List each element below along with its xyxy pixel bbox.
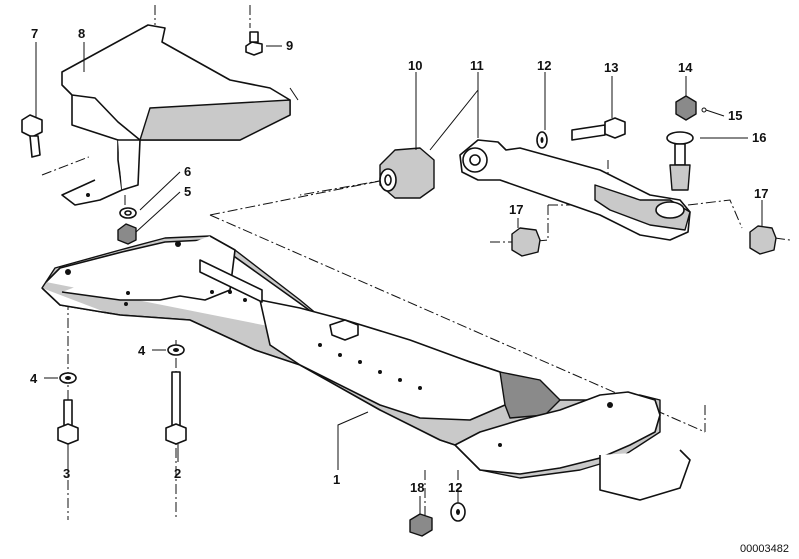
- label-5: 5: [184, 184, 191, 199]
- bracket: [61, 24, 299, 206]
- document-id: 00003482: [740, 543, 789, 555]
- label-15: 15: [728, 108, 742, 123]
- control-arm-11: [459, 139, 691, 241]
- label-17-right: 17: [754, 186, 768, 201]
- nut-14: [675, 95, 697, 121]
- label-6: 6: [184, 164, 191, 179]
- bolt-13: [571, 117, 626, 141]
- label-8: 8: [78, 26, 85, 41]
- label-11: 11: [470, 58, 484, 73]
- label-1: 1: [333, 472, 340, 487]
- washer-4-right: [167, 344, 185, 356]
- subframe-crossmember: [41, 235, 691, 501]
- ball-joint-16: [666, 131, 694, 191]
- label-14: 14: [678, 60, 693, 75]
- label-3: 3: [63, 466, 70, 481]
- leader-lines: [35, 42, 763, 514]
- label-17-left: 17: [509, 202, 523, 217]
- nut-5: [117, 223, 137, 245]
- bolt-2: [165, 371, 187, 445]
- label-7: 7: [31, 26, 38, 41]
- washer-12-lower: [450, 502, 466, 522]
- rubber-mount-17-left: [511, 227, 541, 257]
- nut-18: [409, 513, 433, 537]
- bolt-3: [57, 399, 79, 445]
- label-4-left: 4: [30, 371, 38, 386]
- part-labels: 7 8 9 6 5 10 11 12 13 14 15 16 17 17 4 4…: [30, 26, 768, 495]
- label-16: 16: [752, 130, 766, 145]
- washer-4-left: [59, 372, 77, 384]
- label-4-right: 4: [138, 343, 146, 358]
- washer-6: [119, 207, 137, 219]
- label-2: 2: [174, 466, 181, 481]
- bolt-9: [245, 31, 263, 56]
- label-12-lower: 12: [448, 480, 462, 495]
- cotter-pin-15: [701, 107, 725, 117]
- label-18: 18: [410, 480, 424, 495]
- label-12-upper: 12: [537, 58, 551, 73]
- bolt-7: [21, 114, 43, 158]
- bushing-10: [379, 147, 435, 199]
- label-9: 9: [286, 38, 293, 53]
- label-10: 10: [408, 58, 422, 73]
- label-13: 13: [604, 60, 618, 75]
- washer-12-upper: [536, 131, 548, 149]
- rubber-mount-17-right: [749, 225, 777, 255]
